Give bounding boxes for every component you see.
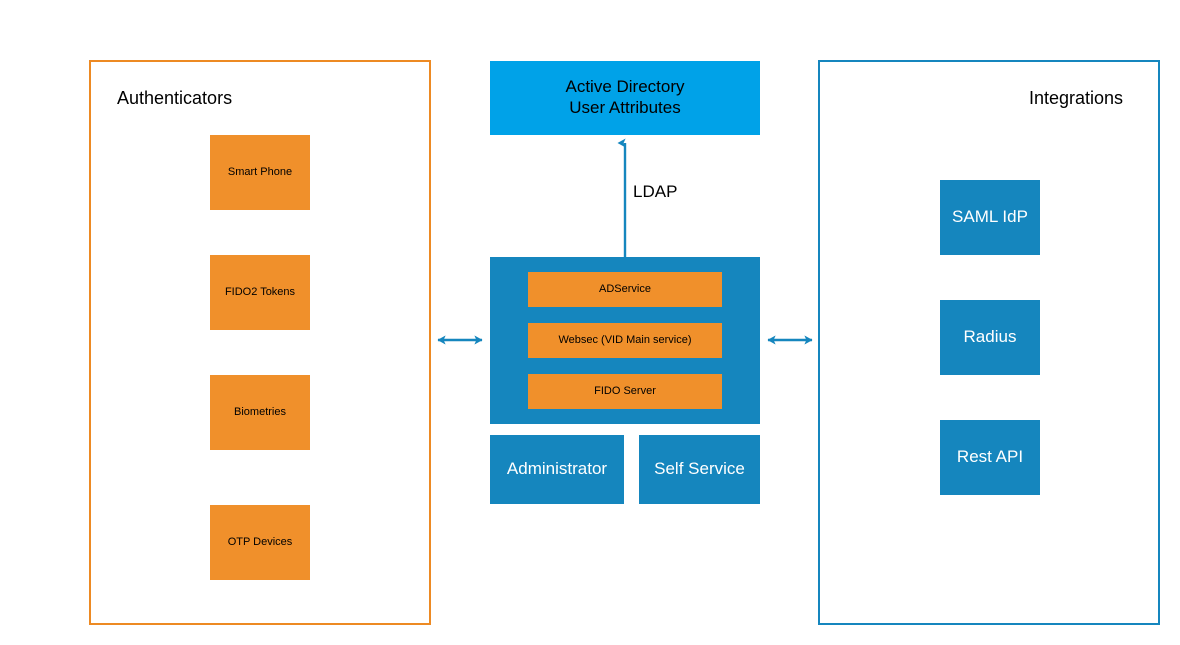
node-websec[interactable]: Websec (VID Main service)	[528, 323, 722, 358]
node-administrator[interactable]: Administrator	[490, 435, 624, 504]
node-biometries[interactable]: Biometries	[210, 375, 310, 450]
node-smart-phone[interactable]: Smart Phone	[210, 135, 310, 210]
ldap-connector-label: LDAP	[633, 182, 678, 201]
active-directory-line-2: User Attributes	[569, 98, 681, 117]
node-fido-server[interactable]: FIDO Server	[528, 374, 722, 409]
group-integrations	[818, 60, 1160, 625]
node-otp-devices[interactable]: OTP Devices	[210, 505, 310, 580]
active-directory-line-1: Active Directory	[565, 77, 685, 97]
node-fido2-tokens[interactable]: FIDO2 Tokens	[210, 255, 310, 330]
group-authenticators-label: Authenticators	[117, 88, 233, 108]
node-saml-idp[interactable]: SAML IdP	[940, 180, 1040, 255]
group-authenticators	[89, 60, 431, 625]
node-adservice[interactable]: ADService	[528, 272, 722, 307]
node-active-directory[interactable]: Active Directory User Attributes	[490, 61, 760, 135]
node-radius[interactable]: Radius	[940, 300, 1040, 375]
node-self-service[interactable]: Self Service	[639, 435, 760, 504]
node-rest-api[interactable]: Rest API	[940, 420, 1040, 495]
group-integrations-label: Integrations	[1029, 88, 1124, 108]
